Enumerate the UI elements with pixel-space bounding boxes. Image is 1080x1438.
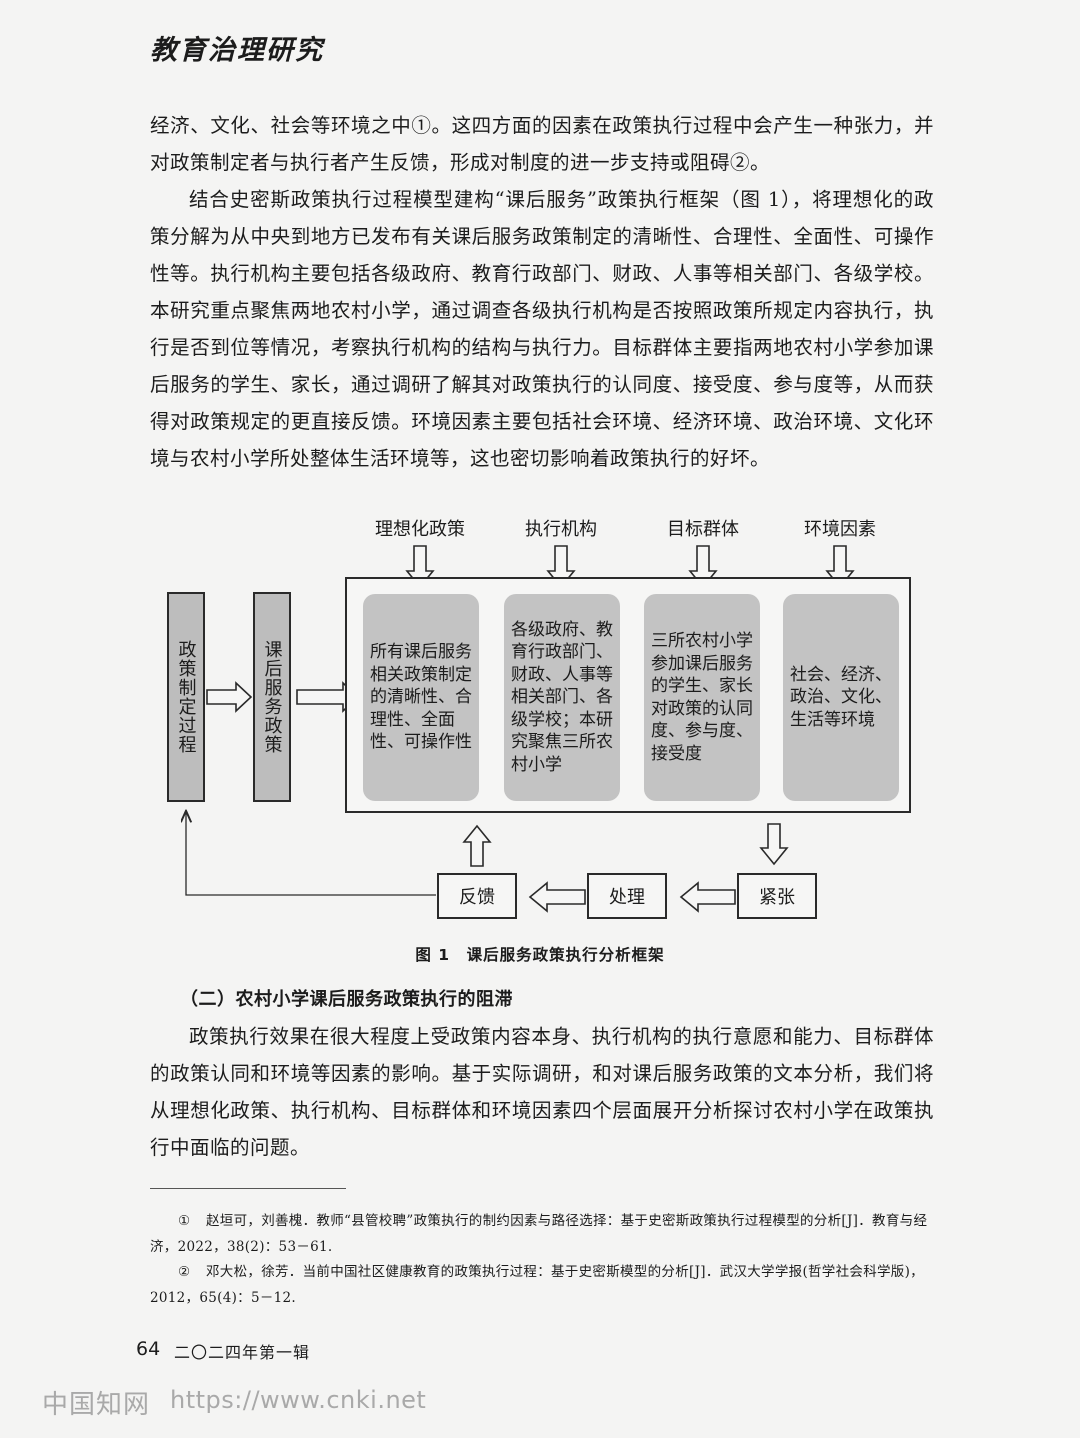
cnki-logo: 中国知网 [42, 1390, 151, 1420]
footnote-2-mark: ② [178, 1264, 191, 1280]
footnote-1-mark: ① [178, 1213, 191, 1229]
box-environment-text: 社会、经济、政治、文化、生活等环境 [790, 664, 892, 730]
box-implementing-agency: 各级政府、教育行政部门、财政、人事等相关部门、各级学校；本研究聚焦三所农村小学 [504, 594, 620, 801]
box-policy-making: 政策制定过程 [167, 592, 205, 802]
box-target-group: 三所农村小学参加课后服务的学生、家长对政策的认同度、参与度、接受度 [644, 594, 760, 801]
journal-title: 教育治理研究 [150, 35, 324, 66]
footnote-1-text: 赵垣可，刘善槐．教师“县管校聘”政策执行的制约因素与路径选择：基于史密斯政策执行… [150, 1213, 928, 1255]
left-arrow-1 [679, 881, 736, 913]
page-number: 64 [136, 1338, 161, 1360]
box-processing: 处理 [587, 873, 667, 919]
box-environment: 社会、经济、政治、文化、生活等环境 [783, 594, 899, 801]
top-label-environment: 环境因素 [804, 519, 876, 540]
top-label-target-group: 目标群体 [667, 519, 739, 540]
box-after-school-policy: 课后服务政策 [253, 592, 291, 802]
top-label-idealized-policy: 理想化政策 [375, 519, 465, 540]
feedback-return-line [186, 812, 436, 896]
box-target-group-text: 三所农村小学参加课后服务的学生、家长对政策的认同度、参与度、接受度 [651, 631, 753, 764]
paragraph-2: 结合史密斯政策执行过程模型建构“课后服务”政策执行框架（图 1），将理想化的政策… [150, 188, 934, 470]
section-heading: （二）农村小学课后服务政策执行的阻滞 [180, 989, 513, 1010]
figure-caption: 图 1 课后服务政策执行分析框架 [415, 946, 665, 964]
box-implementing-agency-text: 各级政府、教育行政部门、财政、人事等相关部门、各级学校；本研究聚焦三所农村小学 [511, 619, 613, 775]
box-feedback: 反馈 [437, 873, 517, 919]
box-idealized-policy: 所有课后服务相关政策制定的清晰性、合理性、全面性、可操作性 [363, 594, 479, 801]
paragraph-1: 经济、文化、社会等环境之中①。这四方面的因素在政策执行过程中会产生一种张力，并对… [150, 114, 934, 174]
footnote-divider [150, 1188, 346, 1189]
cnki-url[interactable]: https://www.cnki.net [170, 1386, 427, 1414]
left-arrow-2 [528, 881, 586, 913]
right-arrow-1 [206, 681, 253, 713]
footnote-2-text: 邓大松，徐芳．当前中国社区健康教育的政策执行过程：基于史密斯模型的分析[J]．武… [150, 1264, 924, 1306]
top-label-implementing-agency: 执行机构 [525, 519, 597, 540]
box-tension: 紧张 [737, 873, 817, 919]
issue-label: 二〇二四年第一辑 [174, 1343, 311, 1362]
box-idealized-policy-text: 所有课后服务相关政策制定的清晰性、合理性、全面性、可操作性 [370, 642, 472, 753]
paragraph-3: 政策执行效果在很大程度上受政策内容本身、执行机构的执行意愿和能力、目标群体的政策… [150, 1025, 934, 1159]
tension-down-arrow [759, 823, 789, 866]
up-arrow [462, 824, 492, 867]
